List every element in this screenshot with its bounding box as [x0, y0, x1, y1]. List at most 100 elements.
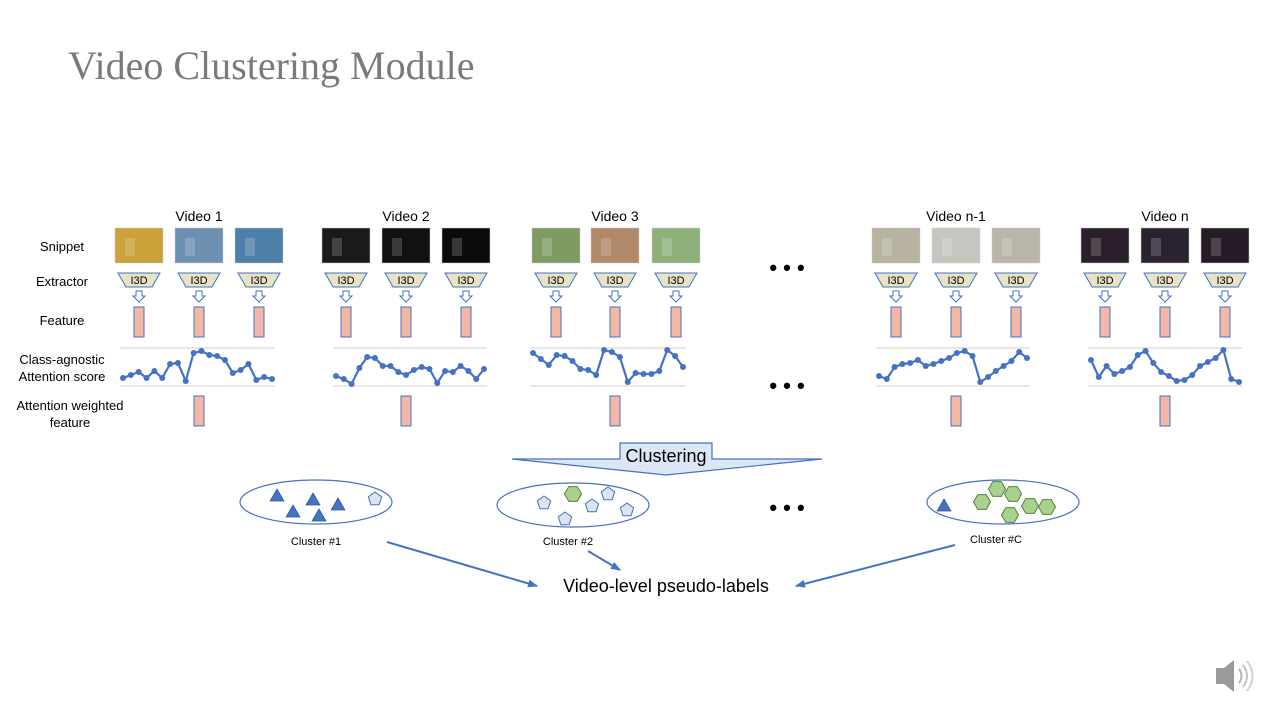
ellipsis-middle: • • •	[769, 373, 804, 398]
extractor-box	[1203, 272, 1247, 288]
pentagon-marker	[536, 495, 552, 510]
feature-bar	[1159, 306, 1171, 338]
cluster-label: Cluster #1	[291, 536, 341, 548]
snippet-thumbnail	[1140, 227, 1190, 264]
down-arrow-icon	[1008, 290, 1024, 303]
snippet-thumbnail-detail	[125, 238, 135, 256]
row-label-extractor: Extractor	[36, 274, 89, 289]
snippet-thumbnail-detail	[452, 238, 462, 256]
extractor-label: I3D	[887, 275, 904, 287]
attention-point	[1119, 368, 1126, 374]
triangle-marker	[285, 504, 301, 518]
triangle-marker	[330, 497, 346, 511]
attention-point	[977, 379, 984, 385]
attention-point	[426, 366, 433, 372]
row-label-feature: Feature	[40, 313, 85, 328]
attention-point	[569, 358, 576, 364]
snippet-thumbnail	[651, 227, 701, 264]
attention-point	[899, 361, 906, 367]
attention-point	[953, 350, 960, 356]
row-label-attention-2: Attention score	[19, 369, 106, 384]
extractor-box	[934, 272, 978, 288]
output-label: Video-level pseudo-labels	[563, 576, 769, 596]
attention-point	[992, 368, 999, 374]
attention-point	[601, 347, 608, 353]
attention-point	[593, 372, 600, 378]
attention-point	[214, 353, 221, 359]
extractor-label: I3D	[250, 275, 267, 287]
video-label: Video 1	[175, 208, 222, 224]
hexagon-marker	[1037, 499, 1057, 515]
down-arrow-icon	[668, 290, 684, 303]
snippet-thumbnail-detail	[601, 238, 611, 256]
feature-bar	[950, 306, 962, 338]
hexagon-marker	[1003, 486, 1023, 502]
attention-point	[237, 367, 244, 373]
attention-point	[577, 366, 584, 372]
down-arrow-icon	[1217, 290, 1233, 303]
row-label-snippet: Snippet	[40, 239, 84, 254]
attention-point	[449, 369, 456, 375]
attention-point	[922, 363, 929, 369]
attention-point	[481, 366, 487, 372]
attention-point	[182, 378, 189, 384]
attention-point	[561, 353, 568, 359]
attention-point	[190, 350, 197, 356]
extractor-box	[444, 272, 488, 288]
down-arrow-icon	[948, 290, 964, 303]
snippet-thumbnail	[381, 227, 431, 264]
clustering-label: Clustering	[625, 446, 706, 466]
attention-point	[442, 368, 449, 374]
attention-point	[891, 364, 898, 370]
pentagon-marker	[619, 502, 635, 517]
attention-point	[585, 367, 592, 373]
extractor-label: I3D	[130, 275, 147, 287]
cluster: Cluster #C	[926, 479, 1080, 546]
attention-point	[1150, 360, 1157, 366]
cluster: Cluster #2	[496, 482, 650, 548]
down-arrow-icon	[251, 290, 267, 303]
attention-point	[648, 371, 655, 377]
feature-bar	[460, 306, 472, 338]
down-arrow-icon	[607, 290, 623, 303]
clustering-funnel: Clustering	[511, 442, 823, 476]
extractor-box	[324, 272, 368, 288]
attention-point	[1126, 364, 1133, 370]
attention-point	[253, 377, 260, 383]
snippet-thumbnail-detail	[882, 238, 892, 256]
weighted-feature-bar	[950, 395, 962, 427]
snippet-thumbnail	[590, 227, 640, 264]
snippet-thumbnail-detail	[332, 238, 342, 256]
snippet-thumbnail	[871, 227, 921, 264]
attention-point	[135, 369, 142, 375]
ellipsis-bottom: • • •	[769, 495, 804, 520]
snippet-thumbnail-detail	[1091, 238, 1101, 256]
attention-point	[640, 371, 647, 377]
attention-point	[876, 373, 882, 379]
attention-point	[245, 361, 252, 367]
extractor-box	[994, 272, 1038, 288]
attention-point	[269, 376, 275, 382]
row-label-weighted-1: Attention weighted	[17, 398, 124, 413]
speaker-icon[interactable]	[1216, 660, 1254, 692]
feature-bar	[1219, 306, 1231, 338]
snippet-thumbnail-detail	[1211, 238, 1221, 256]
attention-point	[1000, 363, 1007, 369]
attention-point	[938, 358, 945, 364]
attention-point	[120, 375, 126, 381]
feature-bar	[1099, 306, 1111, 338]
extractor-label: I3D	[1156, 275, 1173, 287]
snippet-thumbnail-detail	[1151, 238, 1161, 256]
attention-point	[537, 356, 544, 362]
attention-point	[340, 376, 347, 382]
extractor-label: I3D	[667, 275, 684, 287]
triangle-marker	[269, 488, 285, 502]
attention-point	[198, 348, 205, 354]
down-arrow-icon	[1097, 290, 1113, 303]
attention-point	[1204, 359, 1211, 365]
feature-bar	[550, 306, 562, 338]
attention-point	[143, 375, 150, 381]
extractor-label: I3D	[947, 275, 964, 287]
